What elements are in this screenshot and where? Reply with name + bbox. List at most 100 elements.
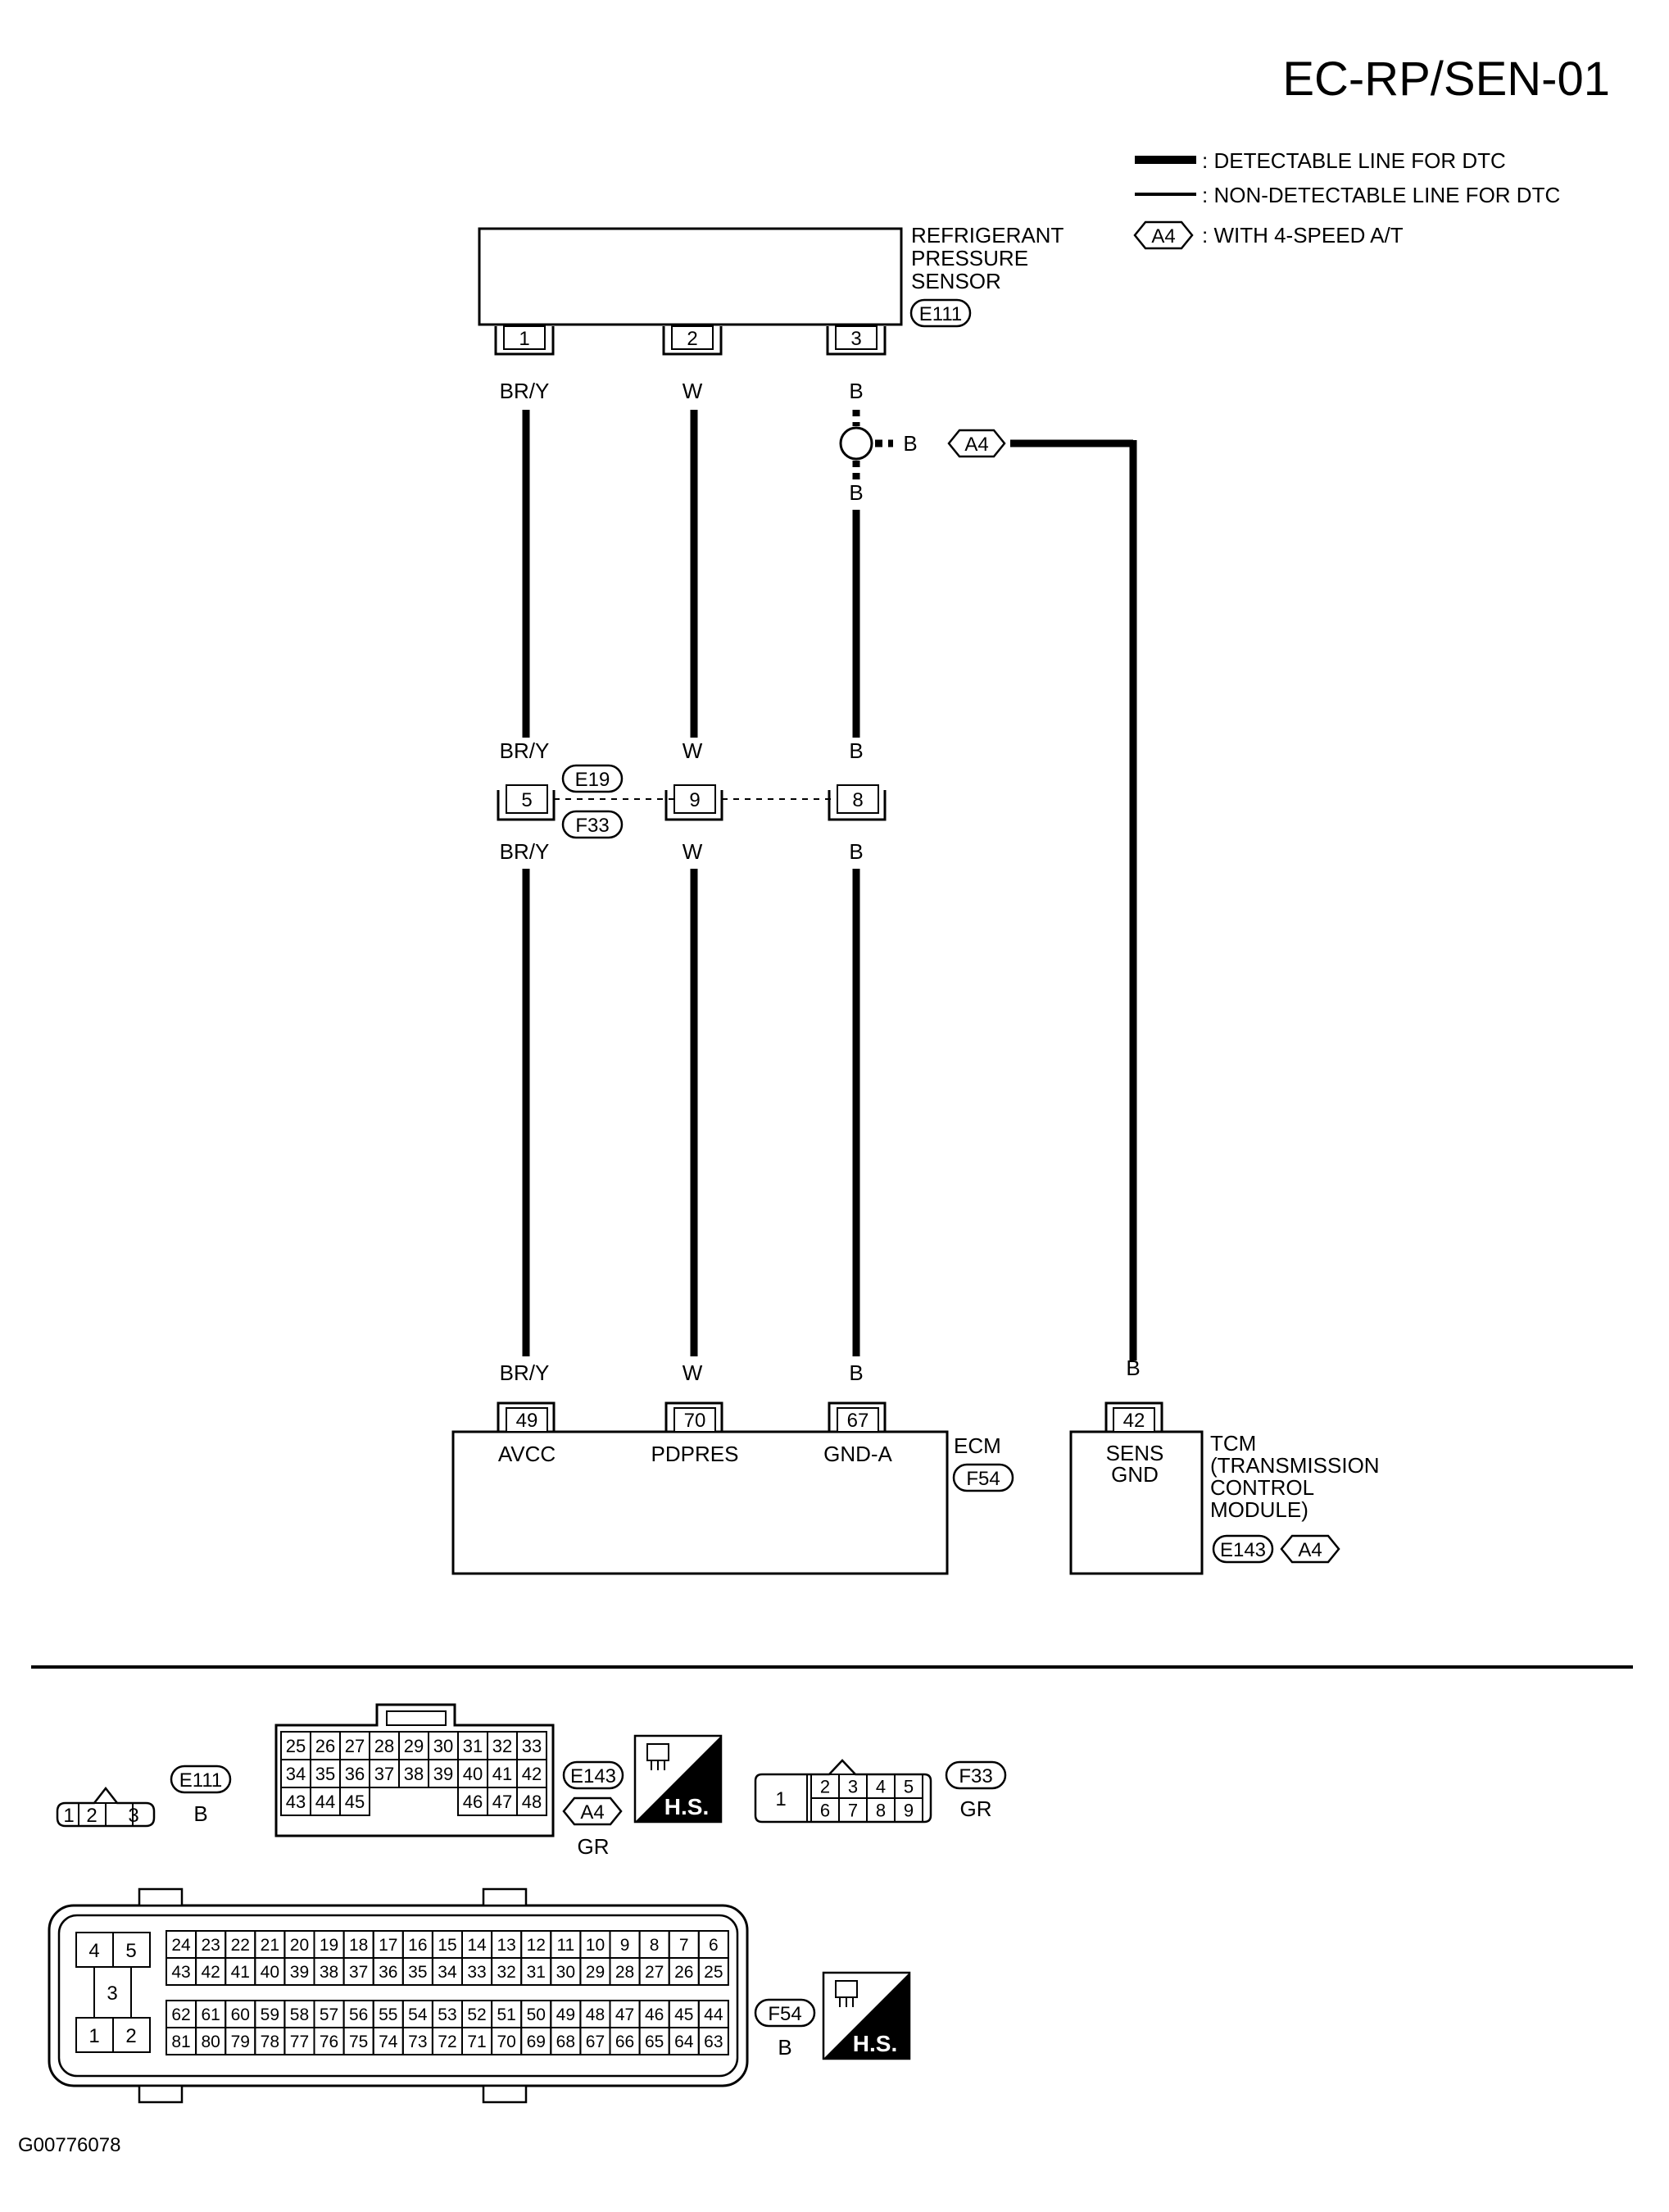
f54-pin-35: 35 <box>408 1963 427 1982</box>
f54-left-pin-4: 4 <box>88 1940 99 1962</box>
e143-pin-39: 39 <box>433 1764 453 1784</box>
f54-pin-81: 81 <box>171 2033 190 2051</box>
tcm-terminal-2: GND <box>1111 1462 1159 1487</box>
wire-label-bry-mid-top: BR/Y <box>500 738 550 763</box>
f54-pin-78: 78 <box>261 2033 279 2051</box>
e143-pin-32: 32 <box>492 1736 512 1756</box>
f54-pin-34: 34 <box>438 1963 457 1982</box>
wire-label-w-mid-bottom: W <box>683 839 703 864</box>
ecm-connector-oval <box>952 1463 1014 1492</box>
f54-left-pin-1: 1 <box>88 2025 99 2047</box>
f54-pin-57: 57 <box>320 2005 338 2024</box>
tcm-name-4: MODULE) <box>1210 1497 1308 1522</box>
e143-pin-46: 46 <box>463 1792 483 1812</box>
f54-pin-62: 62 <box>171 2005 190 2024</box>
e143-pin-45: 45 <box>345 1792 365 1812</box>
f54-pin-11: 11 <box>556 1936 574 1955</box>
sensor-name-2: PRESSURE <box>911 246 1028 270</box>
wire-label-w-mid-top: W <box>683 738 703 763</box>
e143-pin-38: 38 <box>404 1764 424 1784</box>
e143-pin-43: 43 <box>286 1792 306 1812</box>
f54-pin-79: 79 <box>231 2033 250 2051</box>
f54-pin-31: 31 <box>527 1963 546 1982</box>
e19-oval <box>561 764 624 793</box>
f33-color: GR <box>960 1796 992 1821</box>
sensor-pin-3: 3 <box>850 328 861 350</box>
connector-cavity <box>697 2027 729 2055</box>
e143-a4-badge-shape <box>562 1796 623 1826</box>
legend-detectable: : DETECTABLE LINE FOR DTC <box>1202 148 1506 173</box>
f33-pin-7: 7 <box>848 1800 858 1820</box>
f54-left-pin-2: 2 <box>125 2025 136 2047</box>
f54-pin-42: 42 <box>201 1963 220 1982</box>
f54-pin-32: 32 <box>497 1963 515 1982</box>
branch-a4-badge-shape <box>947 429 1006 458</box>
legend-a4-badge: A4 <box>1151 225 1175 248</box>
junction-conn-top: E19 <box>575 769 610 791</box>
f54-pin-29: 29 <box>586 1963 605 1982</box>
junction-pin-8: 8 <box>852 789 863 811</box>
tcm-name-1: TCM <box>1210 1431 1256 1456</box>
e111-pin-2: 2 <box>86 1805 97 1827</box>
tcm-a4-badge-shape <box>1280 1534 1340 1564</box>
f54-left-pin-5: 5 <box>125 1940 136 1962</box>
f54-pin-54: 54 <box>408 2005 428 2024</box>
f54-pin-44: 44 <box>704 2005 723 2024</box>
f54-color: B <box>778 2035 791 2060</box>
wire-label-b-bottom: B <box>849 1360 863 1385</box>
tcm-a4-badge: A4 <box>1298 1539 1322 1561</box>
ecm-box <box>451 1430 949 1575</box>
legend-a4-text: : WITH 4-SPEED A/T <box>1202 223 1404 248</box>
branch-a4-badge: A4 <box>964 434 988 456</box>
f54-pin-25: 25 <box>704 1963 723 1982</box>
sensor-name-3: SENSOR <box>911 269 1001 293</box>
wire-label-b-branch: B <box>903 431 917 456</box>
e143-pin-27: 27 <box>345 1736 365 1756</box>
f54-pin-9: 9 <box>620 1936 630 1955</box>
ecm-terminal-gnda: GND-A <box>823 1442 892 1466</box>
wire-label-b-below-splice: B <box>849 480 863 505</box>
f54-pin-28: 28 <box>615 1963 634 1982</box>
junction-pin-5: 5 <box>521 789 532 811</box>
ecm-terminal-avcc: AVCC <box>498 1442 556 1466</box>
e111-pin-1: 1 <box>63 1805 74 1827</box>
a4-badge-shape <box>1133 220 1194 250</box>
f54-id-oval <box>754 1998 816 2028</box>
f54-pin-27: 27 <box>645 1963 664 1982</box>
legend-non-detectable: : NON-DETECTABLE LINE FOR DTC <box>1202 183 1560 207</box>
e143-hs-label: H.S. <box>664 1794 709 1819</box>
f54-pin-36: 36 <box>379 1963 397 1982</box>
f54-pin-41: 41 <box>231 1963 250 1982</box>
f54-pin-26: 26 <box>674 1963 693 1982</box>
f54-pin-63: 63 <box>704 2033 723 2051</box>
tcm-name-2: (TRANSMISSION <box>1210 1453 1380 1478</box>
f54-pin-33: 33 <box>467 1963 486 1982</box>
f54-id: F54 <box>768 2003 801 2025</box>
f54-pin-59: 59 <box>261 2005 279 2024</box>
wire-label-bry-top: BR/Y <box>500 379 550 403</box>
f54-pin-17: 17 <box>379 1936 397 1955</box>
e143-pin-44: 44 <box>315 1792 335 1812</box>
e143-hs-icon: H.S. <box>633 1734 723 1824</box>
sensor-pin-1: 1 <box>519 328 529 350</box>
junction-conn-bottom: F33 <box>575 815 609 837</box>
f54-pin-70: 70 <box>497 2033 515 2051</box>
f54-pin-24: 24 <box>171 1936 191 1955</box>
e143-pin-48: 48 <box>522 1792 542 1812</box>
f54-pin-23: 23 <box>201 1936 220 1955</box>
wire-label-bry-mid-bottom: BR/Y <box>500 839 550 864</box>
tcm-connector-oval <box>1212 1534 1274 1564</box>
f54-pin-22: 22 <box>231 1936 250 1955</box>
e143-a4-badge: A4 <box>580 1801 604 1824</box>
connector-cavity <box>516 1787 547 1816</box>
f33-pin-1: 1 <box>775 1788 786 1810</box>
connector-view-e111: 1 2 3 E111 B <box>56 1765 232 1828</box>
f54-pin-66: 66 <box>615 2033 634 2051</box>
page-title: EC-RP/SEN-01 <box>1282 52 1610 106</box>
tcm-unit: 42 SENS GND TCM (TRANSMISSION CONTROL MO… <box>1069 1401 1380 1575</box>
f54-pin-19: 19 <box>320 1936 338 1955</box>
f33-pin-2: 2 <box>820 1776 830 1796</box>
f54-pin-77: 77 <box>290 2033 309 2051</box>
f54-pin-46: 46 <box>645 2005 664 2024</box>
